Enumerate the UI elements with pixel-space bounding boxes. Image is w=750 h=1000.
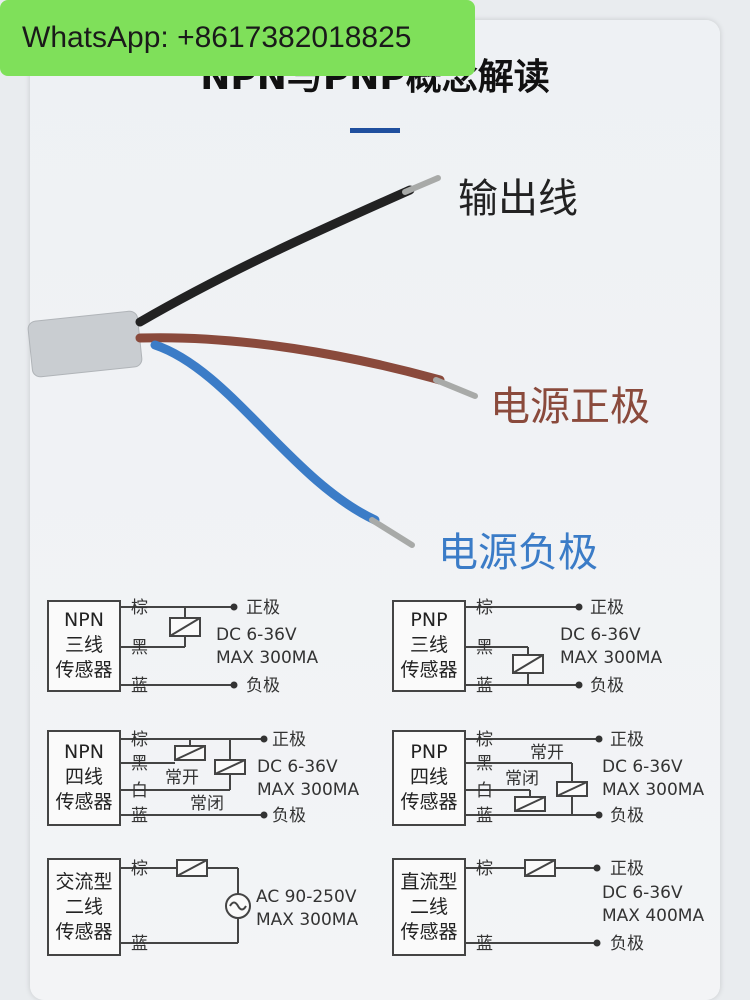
voltage-rating: DC 6-36V xyxy=(602,757,683,777)
wire-brown-label: 棕 xyxy=(131,730,148,750)
sensor-wires: 三线 xyxy=(64,634,103,656)
current-rating: MAX 300MA xyxy=(602,780,704,800)
sensor-box-npn4: NPN 四线 传感器 xyxy=(47,730,121,826)
wire-white-label: 白 xyxy=(476,781,493,801)
voltage-rating: DC 6-36V xyxy=(560,625,641,645)
wire-blue-label: 蓝 xyxy=(476,676,493,696)
sensor-type: PNP xyxy=(410,741,448,763)
positive-terminal-label: 正极 xyxy=(590,598,624,618)
wire-white-label: 白 xyxy=(131,781,148,801)
blue-wire xyxy=(150,340,380,525)
positive-wire-label: 电源正极 xyxy=(490,384,650,430)
brown-wire xyxy=(135,333,445,385)
wire-brown-label: 棕 xyxy=(131,598,148,618)
sensor-word: 传感器 xyxy=(400,921,458,943)
wire-brown-label: 棕 xyxy=(476,730,493,750)
normally-closed-label: 常闭 xyxy=(190,794,224,814)
wire-blue-label: 蓝 xyxy=(476,806,493,826)
wire-blue-label: 蓝 xyxy=(131,806,148,826)
voltage-rating: DC 6-36V xyxy=(257,757,338,777)
sensor-wires: 二线 xyxy=(409,896,448,918)
current-rating: MAX 300MA xyxy=(257,780,359,800)
sensor-word: 传感器 xyxy=(400,659,458,681)
whatsapp-banner[interactable]: WhatsApp: +8617382018825 xyxy=(0,0,475,76)
positive-terminal-label: 正极 xyxy=(610,859,644,879)
wire-black-label: 黑 xyxy=(476,754,493,774)
negative-terminal-label: 负极 xyxy=(610,806,644,826)
normally-open-label: 常开 xyxy=(530,743,564,763)
title-underline xyxy=(350,128,400,133)
sensor-box-pnp4: PNP 四线 传感器 xyxy=(392,730,466,826)
current-rating: MAX 400MA xyxy=(602,906,704,926)
current-rating: MAX 300MA xyxy=(256,910,358,930)
current-rating: MAX 300MA xyxy=(560,648,662,668)
wire-blue-label: 蓝 xyxy=(476,934,493,954)
wire-brown-label: 棕 xyxy=(476,598,493,618)
sensor-box-ac2: 交流型 二线 传感器 xyxy=(47,858,121,956)
sensor-box-npn3: NPN 三线 传感器 xyxy=(47,600,121,692)
sensor-type: NPN xyxy=(64,609,104,631)
sensor-wires: 二线 xyxy=(64,896,103,918)
sensor-word: 传感器 xyxy=(400,791,458,813)
sensor-word: 传感器 xyxy=(55,921,113,943)
wire-blue-label: 蓝 xyxy=(131,934,148,954)
black-wire xyxy=(135,185,415,327)
sensor-box-pnp3: PNP 三线 传感器 xyxy=(392,600,466,692)
content-card xyxy=(30,20,720,1000)
sensor-word: 传感器 xyxy=(55,659,113,681)
wire-brown-label: 棕 xyxy=(476,859,493,879)
current-rating: MAX 300MA xyxy=(216,648,318,668)
voltage-rating: DC 6-36V xyxy=(216,625,297,645)
negative-terminal-label: 负极 xyxy=(246,676,280,696)
negative-terminal-label: 负极 xyxy=(590,676,624,696)
sensor-wires: 三线 xyxy=(409,634,448,656)
wire-black-label: 黑 xyxy=(131,638,148,658)
negative-terminal-label: 负极 xyxy=(610,934,644,954)
wire-black-label: 黑 xyxy=(131,754,148,774)
wire-brown-label: 棕 xyxy=(131,859,148,879)
output-wire-label: 输出线 xyxy=(458,176,578,222)
positive-terminal-label: 正极 xyxy=(610,730,644,750)
normally-open-label: 常开 xyxy=(165,768,199,788)
sensor-wires: 四线 xyxy=(409,766,448,788)
voltage-rating: DC 6-36V xyxy=(602,883,683,903)
voltage-rating: AC 90-250V xyxy=(256,887,357,907)
sensor-wires: 四线 xyxy=(64,766,103,788)
normally-closed-label: 常闭 xyxy=(505,769,539,789)
positive-terminal-label: 正极 xyxy=(246,598,280,618)
sensor-type: 交流型 xyxy=(55,871,113,893)
sensor-type: PNP xyxy=(410,609,448,631)
blue-wire-tip xyxy=(369,517,415,548)
sensor-type: NPN xyxy=(64,741,104,763)
brown-wire-tip xyxy=(433,377,478,399)
sensor-word: 传感器 xyxy=(55,791,113,813)
sensor-type: 直流型 xyxy=(400,871,458,893)
negative-terminal-label: 负极 xyxy=(272,806,306,826)
wire-blue-label: 蓝 xyxy=(131,676,148,696)
negative-wire-label: 电源负极 xyxy=(438,530,598,576)
positive-terminal-label: 正极 xyxy=(272,730,306,750)
sensor-box-dc2: 直流型 二线 传感器 xyxy=(392,858,466,956)
wire-black-label: 黑 xyxy=(476,638,493,658)
black-wire-tip xyxy=(402,175,441,195)
